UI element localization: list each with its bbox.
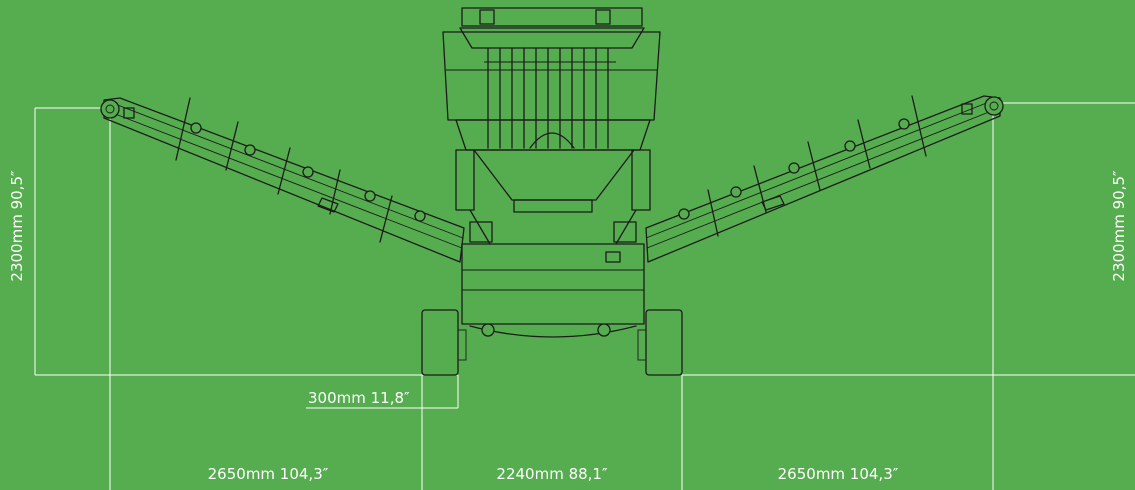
right-conveyor-box <box>961 103 973 115</box>
center-span-label: 2240mm 88,1″ <box>496 465 608 483</box>
right-span-label: 2650mm 104,3″ <box>778 465 899 483</box>
hopper-lip <box>459 27 645 49</box>
left-idler-3 <box>302 166 314 178</box>
right-idler-3 <box>788 162 800 174</box>
left-support-2 <box>225 121 239 171</box>
right-support-5 <box>707 189 719 237</box>
right-conveyor-frame <box>645 95 1001 263</box>
left-idler-5 <box>414 210 426 222</box>
right-support-1 <box>911 95 927 157</box>
left-support-1 <box>175 97 191 161</box>
right-roller <box>597 323 611 337</box>
left-conveyor-frame <box>103 97 465 263</box>
right-head-pulley-hub <box>989 101 999 111</box>
left-head-pulley <box>100 99 120 119</box>
left-idler-1 <box>190 122 202 134</box>
hopper-top-rail <box>461 7 643 27</box>
right-head-pulley <box>984 96 1004 116</box>
chassis <box>455 119 651 338</box>
main-body <box>461 243 645 325</box>
right-conveyor-belt-line <box>646 109 995 249</box>
right-idler-2 <box>844 140 856 152</box>
grizzly-bars <box>484 47 616 149</box>
right-conveyor <box>645 95 1004 263</box>
hopper <box>442 7 661 149</box>
right-support-4 <box>753 165 767 213</box>
right-conveyor-bracket <box>761 195 785 211</box>
left-track-hub <box>457 329 467 361</box>
left-conveyor-box <box>123 107 135 119</box>
right-conveyor-belt-line-2 <box>645 101 990 239</box>
hopper-body <box>442 31 661 121</box>
left-roller <box>481 323 495 337</box>
left-span-label: 2650mm 104,3″ <box>208 465 329 483</box>
left-height-label: 2300mm 90,5″ <box>8 170 26 282</box>
right-support-2 <box>857 119 871 169</box>
right-height-label: 2300mm 90,5″ <box>1110 170 1128 282</box>
chassis-struts <box>469 209 637 245</box>
left-support-4 <box>329 169 341 215</box>
right-track-hub <box>637 329 647 361</box>
dimension-labels: 2300mm 90,5″ 2300mm 90,5″ 300mm 11,8″ 26… <box>8 170 1128 483</box>
left-conveyor-belt-line-2 <box>114 103 464 239</box>
screening-machine-drawing <box>100 7 1004 376</box>
feeder-chute <box>473 149 635 201</box>
chassis-upper-frame <box>455 119 651 151</box>
left-idler-2 <box>244 144 256 156</box>
right-track <box>645 309 683 376</box>
dimension-lines <box>34 102 1135 490</box>
hopper-arch <box>529 132 575 149</box>
control-box <box>605 251 621 263</box>
left-head-pulley-hub <box>105 104 115 114</box>
right-idler-5 <box>678 208 690 220</box>
right-idler-4 <box>730 186 742 198</box>
right-side-panel <box>631 149 651 211</box>
left-conveyor-belt-line <box>109 111 463 249</box>
left-track <box>421 309 459 376</box>
left-side-panel <box>455 149 475 211</box>
track-offset-label: 300mm 11,8″ <box>308 389 410 407</box>
right-idler-1 <box>898 118 910 130</box>
left-support-5 <box>379 195 393 243</box>
hopper-top-block-2 <box>595 9 611 25</box>
right-motor <box>613 221 637 243</box>
hopper-top-block-1 <box>479 9 495 25</box>
left-idler-4 <box>364 190 376 202</box>
right-support-3 <box>807 141 821 191</box>
left-support-3 <box>277 147 291 195</box>
left-motor <box>469 221 493 243</box>
chassis-bottom-curve <box>469 325 637 338</box>
tracks <box>421 309 683 376</box>
feeder-outlet <box>513 199 593 213</box>
left-conveyor-bracket <box>317 197 339 213</box>
left-conveyor <box>100 97 465 263</box>
